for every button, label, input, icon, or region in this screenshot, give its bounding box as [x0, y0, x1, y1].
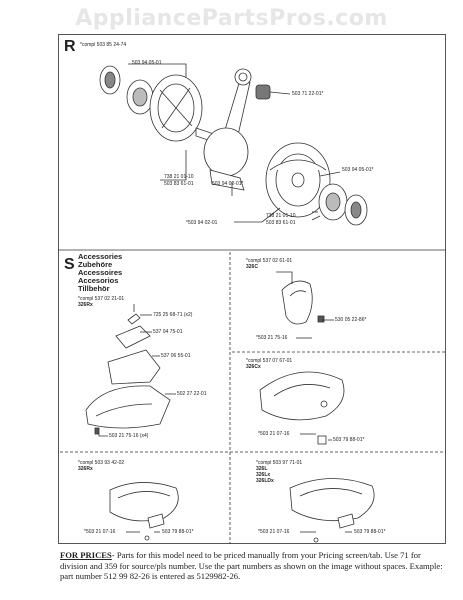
- guard-326rx: [109, 482, 179, 541]
- needle-bearing: [255, 84, 271, 100]
- crank-half-left: [149, 74, 203, 142]
- compl-label: *compl 503 93 42-02: [78, 460, 125, 466]
- part-label: 738 21 01-10: [164, 174, 194, 180]
- part-label: 503 79 88-01*: [333, 437, 365, 443]
- part-label: 503 21 75-16 (x4): [109, 433, 149, 439]
- part-label: 738 21 01-10: [266, 213, 296, 219]
- guard-326c: [281, 280, 325, 325]
- part-label: 503 83 61-01: [164, 181, 194, 187]
- accessories-title: Zubehöre: [78, 260, 113, 269]
- part-label: 503 83 61-01: [266, 220, 296, 226]
- pricing-note-text: - Parts for this model need to be priced…: [60, 550, 443, 581]
- seal-left: [99, 65, 121, 95]
- clamp-bracket: [115, 325, 151, 349]
- part-label: 503 79 88-01*: [162, 529, 194, 535]
- watermark-text: AppliancePartsPros.com: [75, 6, 388, 31]
- part-label: 725 25 68-71 (x2): [153, 312, 193, 318]
- model-label: 326Cx: [246, 364, 261, 370]
- pricing-note-lead: FOR PRICES: [60, 550, 112, 560]
- clamp-bolts: [127, 304, 141, 325]
- part-label: 503 71 22-01*: [292, 91, 324, 97]
- compl-label: *compl 537 02 61-01: [246, 258, 293, 264]
- model-label: 326Lx: [256, 472, 271, 478]
- accessories-title: Accesorios: [78, 276, 119, 285]
- seal-right: [344, 194, 368, 226]
- accessories-title: Accessoires: [78, 268, 123, 277]
- compl-label: *compl 537 07 67-01: [246, 358, 293, 364]
- accessories-heading: Accessories Zubehöre Accessoires Accesor…: [78, 253, 122, 293]
- part-label: *503 21 07-16: [258, 431, 290, 437]
- part-label: 503 79 88-01*: [354, 529, 386, 535]
- part-label: 503 94 02-01*: [212, 181, 244, 187]
- crank-half-right: [265, 142, 331, 218]
- pricing-note: FOR PRICES- Parts for this model need to…: [60, 550, 450, 582]
- part-label: *503 94 02-01: [186, 220, 218, 226]
- section-r-compl: *compl 503 85 24-74: [80, 42, 127, 48]
- guard-326cx: [259, 371, 345, 445]
- compl-label: *compl 537 02 21-01: [78, 296, 125, 302]
- guard-mount: [107, 349, 161, 385]
- model-label: 326C: [246, 264, 258, 270]
- part-label: *503 21 07-16: [84, 529, 116, 535]
- screw: [94, 427, 100, 435]
- part-label: *503 21 75-16: [256, 335, 288, 341]
- crankshaft: [195, 127, 249, 191]
- part-label: 537 06 55-01: [161, 353, 191, 359]
- bearing-left: [126, 79, 154, 115]
- part-label: 537 04 75-01: [153, 329, 183, 335]
- bearing-right: [318, 183, 348, 221]
- section-s-letter: S: [64, 256, 75, 273]
- accessories-title: Tillbehör: [78, 284, 110, 293]
- section-r-letter: R: [64, 38, 76, 55]
- guard-326l: [289, 478, 375, 543]
- part-label: 503 94 05-01: [132, 60, 162, 66]
- part-label: 530 05 22-86*: [335, 317, 367, 323]
- accessories-title: Accessories: [78, 252, 123, 261]
- trimmer-guard: [85, 385, 171, 429]
- model-label: 326Rx: [78, 302, 93, 308]
- part-label: *503 21 07-16: [258, 529, 290, 535]
- part-label: 503 94 05-01*: [342, 167, 374, 173]
- parts-diagram-frame: [58, 34, 446, 544]
- compl-label: *compl 503 97 71-01: [256, 460, 303, 466]
- model-label: 326L: [256, 466, 268, 472]
- part-label: 502 27 22-01: [177, 391, 207, 397]
- model-label: 326LDx: [256, 478, 274, 484]
- model-label: 326Rx: [78, 466, 93, 472]
